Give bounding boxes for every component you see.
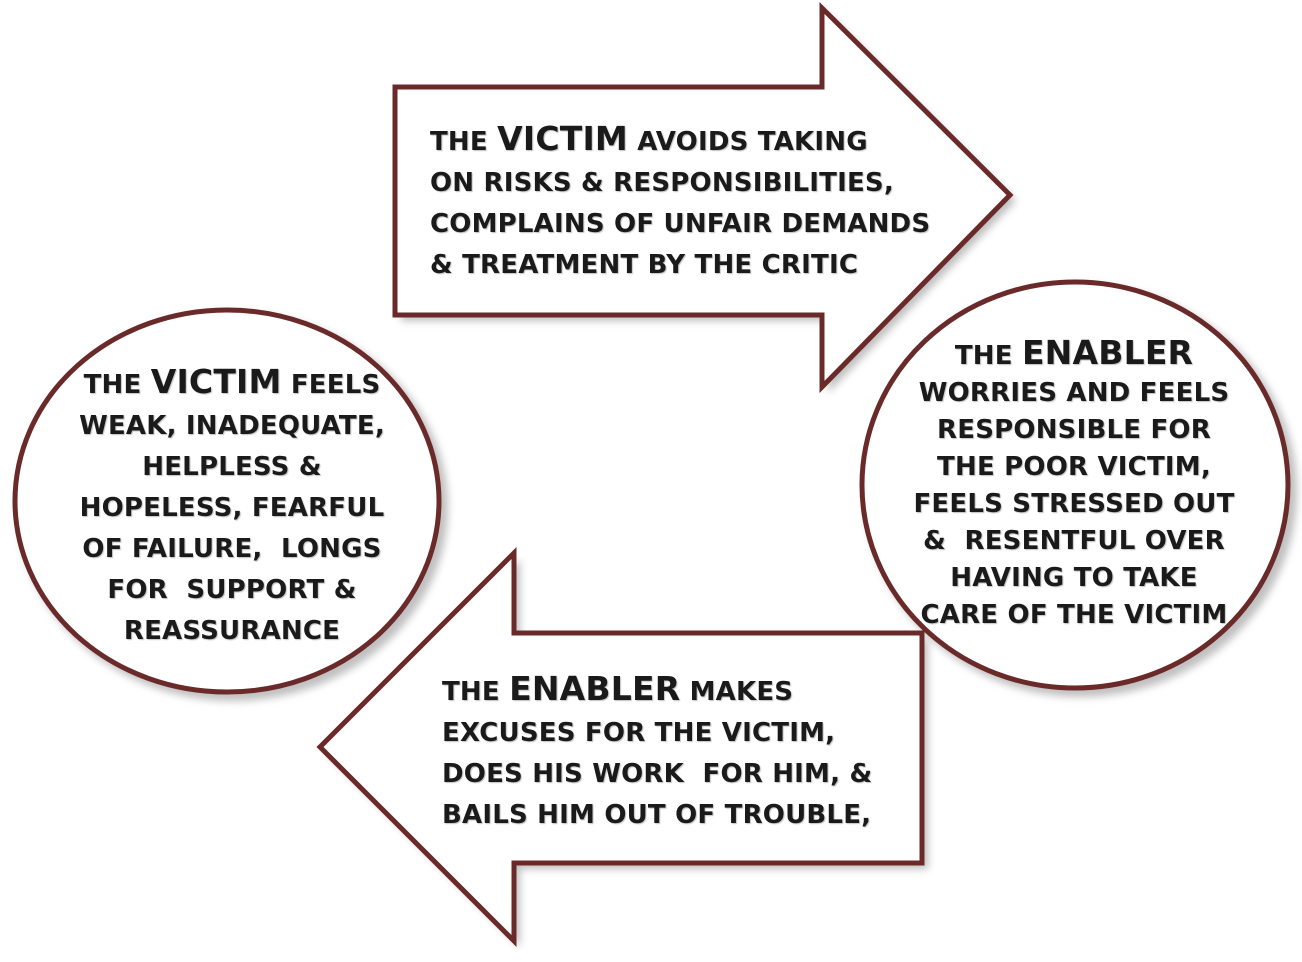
victim-feels-circle	[12, 307, 442, 695]
victim-keyword: VICTIM	[150, 362, 282, 401]
enabler-makes-body: MAKES EXCUSES FOR THE VICTIM, DOES HIS W…	[442, 677, 873, 830]
enabler-worries-text: THE ENABLER WORRIES AND FEELS RESPONSIBL…	[874, 334, 1274, 634]
top-right-arrow	[392, 1, 1014, 394]
enabler-keyword: ENABLER	[1021, 333, 1194, 372]
enabler-keyword: ENABLER	[509, 669, 681, 708]
victim-avoids-lead: THE	[430, 127, 498, 157]
enabler-worries-circle	[859, 279, 1291, 691]
enabler-makes-lead: THE	[442, 677, 510, 707]
bottom-left-arrow	[316, 546, 925, 948]
victim-feels-lead: THE	[83, 370, 151, 400]
victim-feels-text: THE VICTIM FEELS WEAK, INADEQUATE, HELPL…	[42, 361, 422, 652]
enabler-makes-excuses-text: THE ENABLER MAKES EXCUSES FOR THE VICTIM…	[442, 668, 912, 836]
enabler-worries-body: WORRIES AND FEELS RESPONSIBLE FOR THE PO…	[913, 378, 1235, 630]
enabler-worries-lead: THE	[954, 341, 1022, 371]
victim-avoids-text: THE VICTIM AVOIDS TAKING ON RISKS & RESP…	[430, 118, 950, 286]
victim-avoids-body: AVOIDS TAKING ON RISKS & RESPONSIBILITIE…	[430, 127, 931, 280]
victim-keyword: VICTIM	[497, 119, 628, 158]
victim-feels-body: FEELS WEAK, INADEQUATE, HELPLESS & HOPEL…	[79, 370, 385, 646]
